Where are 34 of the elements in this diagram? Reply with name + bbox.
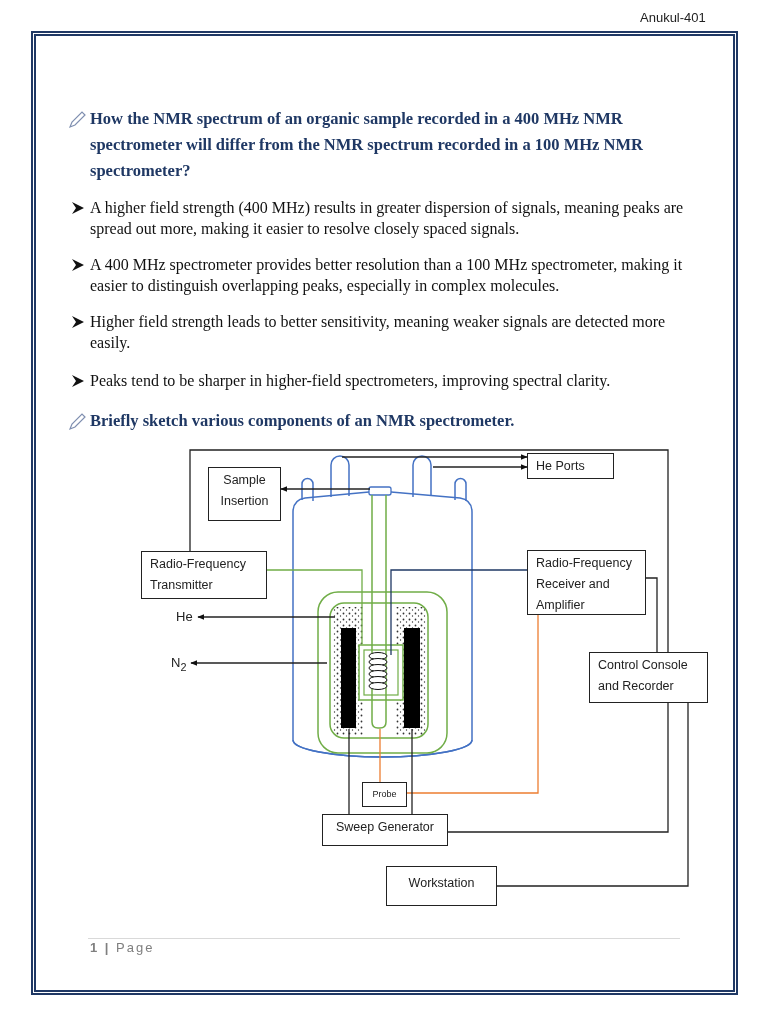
bullet-text: Peaks tend to be sharper in higher-field spectrometers, improving spectral clarity. xyxy=(90,371,612,391)
connector-line xyxy=(189,449,669,653)
process-box: Sweep Generator xyxy=(322,814,448,846)
gas-label: N$_{2}$ xyxy=(171,655,191,671)
connector-line xyxy=(266,569,363,645)
process-box: Sample Insertion xyxy=(208,467,281,521)
arrow xyxy=(341,454,528,460)
connector-line xyxy=(379,728,381,783)
connector-line xyxy=(411,728,413,815)
process-box: Workstation xyxy=(386,866,497,906)
process-box: Control Console and Recorder xyxy=(589,652,708,703)
connector-line xyxy=(496,702,689,887)
connector-line xyxy=(645,577,658,653)
arrow xyxy=(197,614,336,620)
process-box: Radio-Frequency Transmitter xyxy=(141,551,267,599)
gas-label: He xyxy=(176,609,198,625)
bullet-text: A higher field strength (400 MHz) results in greater dispersion of signals, meaning peaks are spread out more, making it easier to resolve closely spaced signals. xyxy=(90,198,685,239)
bullet-text: Higher field strength leads to better sensitivity, meaning weaker signals are detected more easily. xyxy=(90,312,667,353)
process-box: Radio-Frequency Receiver and Amplifier xyxy=(527,550,646,615)
page-number: 1 | Page xyxy=(90,940,156,955)
arrow xyxy=(432,464,528,470)
connector-line xyxy=(447,702,669,833)
process-box: He Ports xyxy=(527,453,614,479)
connector-line xyxy=(406,614,539,794)
bullet-text: A 400 MHz spectrometer provides better resolution than a 100 MHz spectrometer, making it easier to distinguish overlapping peaks, especially in complex molecules. xyxy=(90,255,684,296)
connector-line xyxy=(390,569,528,656)
question-heading: Briefly sketch various components of an NMR spectrometer. xyxy=(90,410,516,432)
arrow xyxy=(280,486,371,492)
header-text: Anukul-401 xyxy=(640,10,707,25)
arrow xyxy=(190,660,328,666)
magnet-drawing xyxy=(290,452,476,760)
process-box: Probe xyxy=(362,782,407,807)
question-heading: How the NMR spectrum of an organic sample recorded in a 400 MHz NMR spectrometer will differ from the NMR spectrum recorded in a 100 MHz NMR spectrometer? xyxy=(90,108,644,182)
connector-line xyxy=(348,728,350,815)
